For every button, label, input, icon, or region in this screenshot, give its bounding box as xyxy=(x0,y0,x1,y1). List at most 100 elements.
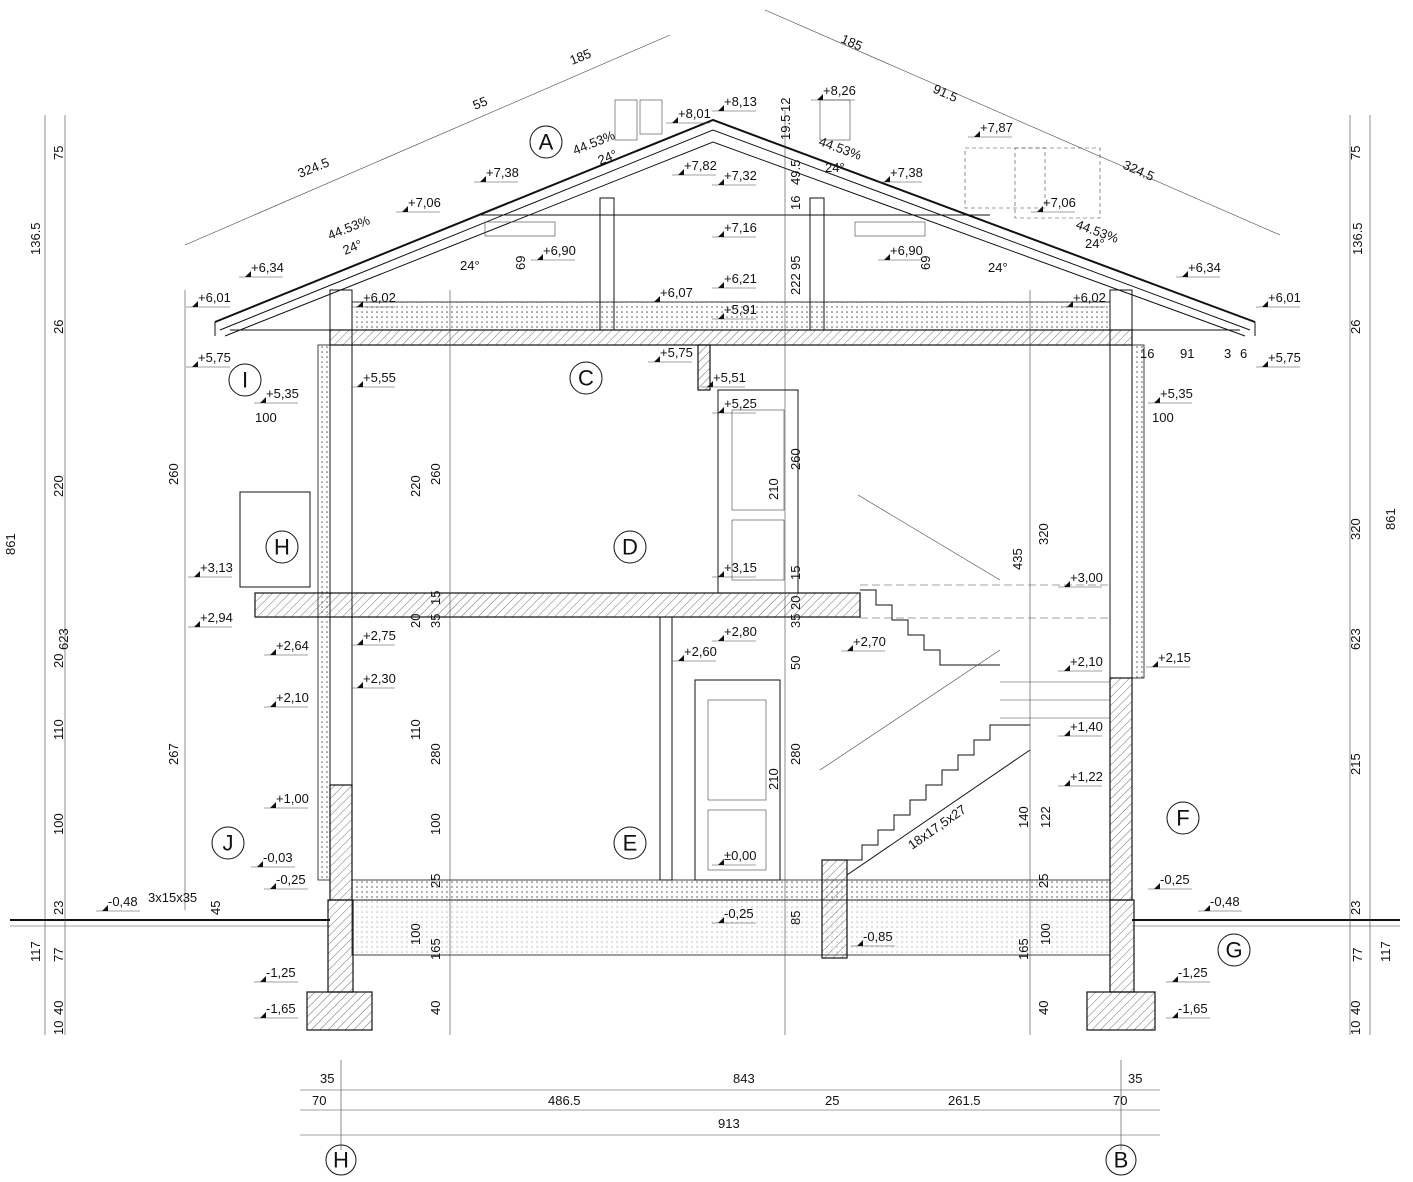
dimension-label: 843 xyxy=(733,1071,755,1086)
door-upper xyxy=(717,389,799,594)
dimension-label: 6 xyxy=(1240,346,1247,361)
elevation-label: -0,48 xyxy=(1210,894,1240,909)
elevation-label: +6,90 xyxy=(890,243,923,258)
vertical-dimension-label: 267 xyxy=(166,743,181,765)
vertical-dimension-label: 210 xyxy=(766,768,781,790)
vertical-dimension-label: 210 xyxy=(766,478,781,500)
elevation-label: +5,55 xyxy=(363,370,396,385)
vertical-dimension-label: 280 xyxy=(788,743,803,765)
vertical-dimension-label: 69 xyxy=(513,256,528,270)
slope-label: 44.53% xyxy=(326,212,373,243)
slope-label: 24° xyxy=(825,160,845,175)
elevation-label: +6,34 xyxy=(251,260,284,275)
vertical-dimension-label: 435 xyxy=(1010,548,1025,570)
elevation-label: +5,91 xyxy=(724,302,757,317)
axis-marker-h: H xyxy=(325,1144,357,1176)
vertical-dimension-label: 220 xyxy=(408,475,423,497)
callout-label: H xyxy=(274,535,290,560)
slope-label: 24° xyxy=(988,260,1008,275)
vertical-dimension-label: 10 xyxy=(51,1021,66,1035)
interior-wall xyxy=(659,616,673,881)
vertical-dimension-label: 280 xyxy=(428,743,443,765)
slope-label: 44.53% xyxy=(817,134,864,163)
elevation-marks: +6,34+6,01+5,75+5,35+6,02+5,55+7,06+7,38… xyxy=(96,83,1301,1019)
vertical-dimension-label: 861 xyxy=(1383,508,1398,530)
vertical-dimension-label: 320 xyxy=(1036,523,1051,545)
foundation-right xyxy=(1086,991,1156,1031)
vertical-dimension-label: 77 xyxy=(1350,948,1365,962)
elevation-label: +7,06 xyxy=(408,195,441,210)
elevation-label: +2,60 xyxy=(684,644,717,659)
dimension-label: 35 xyxy=(320,1071,334,1086)
vertical-dimension-label: 140 xyxy=(1016,806,1031,828)
callout-label: G xyxy=(1225,938,1242,963)
floor-slab-1 xyxy=(351,879,1111,901)
callout-j: J xyxy=(211,826,245,860)
elevation-label: +6,01 xyxy=(1268,290,1301,305)
callout-g: G xyxy=(1217,933,1251,967)
elevation-label: +7,06 xyxy=(1043,195,1076,210)
vertical-dimension-label: 26 xyxy=(1348,320,1363,334)
elevation-label: +7,16 xyxy=(724,220,757,235)
floor-slab-2 xyxy=(254,592,861,618)
elevation-label: -1,65 xyxy=(1178,1001,1208,1016)
dimension-label: 45 xyxy=(208,901,223,915)
elevation-label: +6,07 xyxy=(660,285,693,300)
callout-h: H xyxy=(265,530,299,564)
vertical-dimension-label: 260 xyxy=(166,463,181,485)
vertical-dimension-label: 100 xyxy=(428,813,443,835)
roof xyxy=(214,99,1256,337)
axis-label: H xyxy=(333,1148,349,1173)
vertical-dimension-label: 100 xyxy=(51,813,66,835)
ground-line xyxy=(10,919,1400,927)
elevation-label: +8,13 xyxy=(724,94,757,109)
dimension-label: 70 xyxy=(312,1093,326,1108)
attic-insulation xyxy=(351,301,1111,331)
footing-wall-right xyxy=(1109,899,1135,993)
vertical-dimension-label: 40 xyxy=(1036,1001,1051,1015)
elevation-label: +2,10 xyxy=(276,690,309,705)
elevation-label: +3,00 xyxy=(1070,570,1103,585)
elevation-label: +2,15 xyxy=(1158,650,1191,665)
vertical-dimension-label: 95 xyxy=(788,256,803,270)
elevation-label: -0,03 xyxy=(263,850,293,865)
elevation-label: +5,25 xyxy=(724,396,757,411)
window-upper xyxy=(239,491,311,588)
vertical-dimension-label: 136.5 xyxy=(1350,222,1365,255)
vertical-dimension-label: 49.5 xyxy=(788,160,803,185)
callout-f: F xyxy=(1166,801,1200,835)
elevation-label: +1,00 xyxy=(276,791,309,806)
elevation-label: +3,13 xyxy=(200,560,233,575)
insulation-right xyxy=(1131,344,1145,679)
elevation-label: +5,75 xyxy=(198,350,231,365)
elevation-label: +6,02 xyxy=(363,290,396,305)
elevation-label: +6,34 xyxy=(1188,260,1221,275)
callout-label: I xyxy=(242,368,248,393)
vertical-dimension-label: 623 xyxy=(1348,628,1363,650)
elevation-label: -0,25 xyxy=(724,906,754,921)
vertical-dimension-label: 10 xyxy=(1348,1021,1363,1035)
axis-label: B xyxy=(1114,1148,1129,1173)
vertical-dimension-label: 12 xyxy=(778,98,793,112)
elevation-label: +8,26 xyxy=(823,83,856,98)
vertical-dimension-label: 117 xyxy=(28,941,43,962)
dimension-label: 16 xyxy=(1140,346,1154,361)
vertical-dimension-label: 23 xyxy=(51,901,66,915)
elevation-label: +3,15 xyxy=(724,560,757,575)
vertical-dimension-label: 40 xyxy=(51,1001,66,1015)
staircase xyxy=(819,494,1110,876)
elevation-label: -0,48 xyxy=(108,894,138,909)
callout-i: I xyxy=(228,363,262,397)
elevation-label: +6,90 xyxy=(543,243,576,258)
vertical-dimension-label: 75 xyxy=(1348,146,1363,160)
vertical-dimension-label: 220 xyxy=(51,475,66,497)
dimension-label: 91 xyxy=(1180,346,1194,361)
callout-label: F xyxy=(1176,806,1189,831)
dimension-label: 3 xyxy=(1224,346,1231,361)
interior-wall-upper xyxy=(697,344,711,391)
elevation-label: +2,70 xyxy=(853,634,886,649)
dimension-label: 25 xyxy=(825,1093,839,1108)
dimension-lines xyxy=(44,9,1371,1150)
